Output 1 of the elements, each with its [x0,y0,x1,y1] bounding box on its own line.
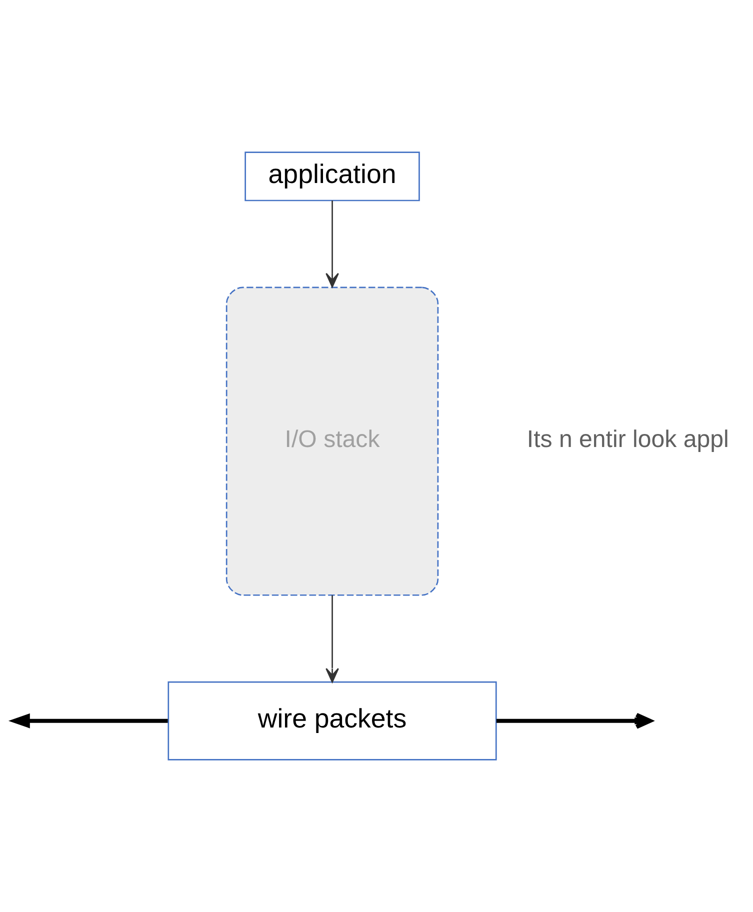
label: Its n entir look appl [526,426,729,454]
